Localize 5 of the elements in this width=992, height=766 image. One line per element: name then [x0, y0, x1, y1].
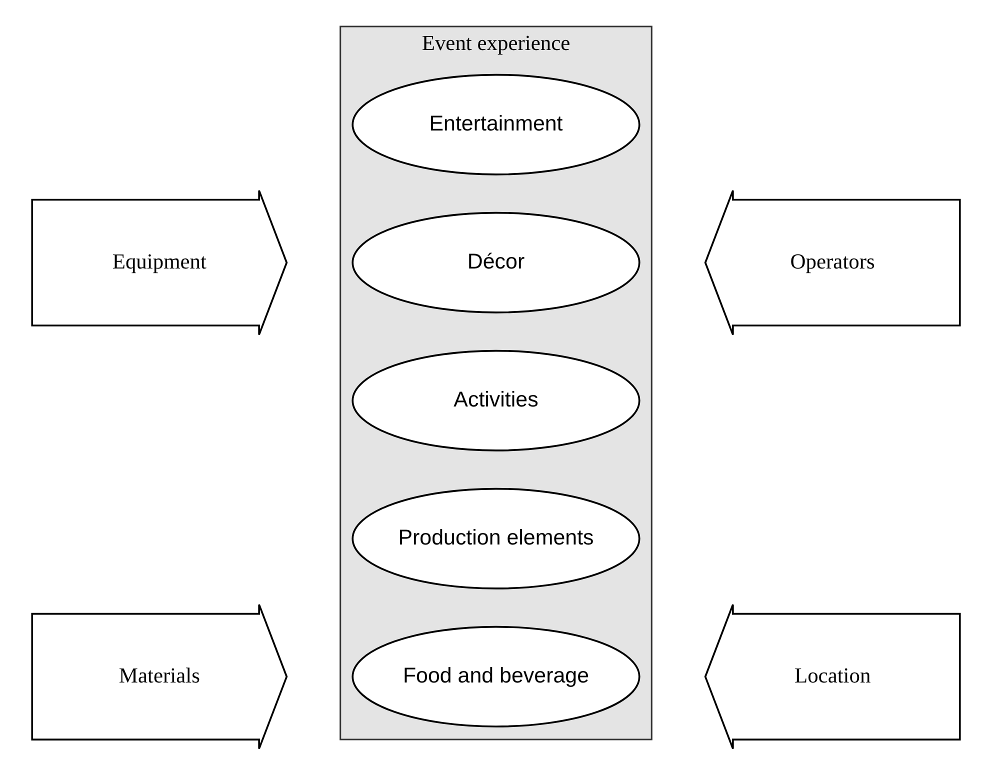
node-ellipse: Production elements: [352, 488, 640, 590]
node-ellipse: Entertainment: [352, 74, 640, 176]
node-ellipse: Activities: [352, 350, 640, 452]
node-ellipse: Décor: [352, 212, 640, 314]
node-ellipse: Food and beverage: [352, 626, 640, 728]
